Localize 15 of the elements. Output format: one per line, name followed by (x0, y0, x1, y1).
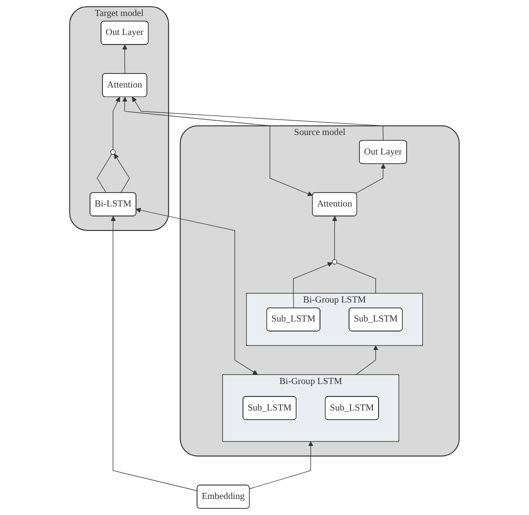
node-circle (110, 149, 116, 155)
arrow (110, 216, 198, 492)
arrow (122, 96, 313, 196)
connector (336, 262, 376, 294)
arrow (332, 216, 338, 260)
arrow (136, 208, 258, 375)
arrow (356, 345, 378, 375)
arrow (132, 96, 384, 141)
node-circle (332, 259, 338, 264)
arrow (355, 164, 386, 194)
arrow (112, 96, 120, 150)
arrow (122, 44, 128, 74)
arrow (293, 262, 333, 308)
arrow (114, 154, 130, 194)
arrow (249, 441, 314, 490)
